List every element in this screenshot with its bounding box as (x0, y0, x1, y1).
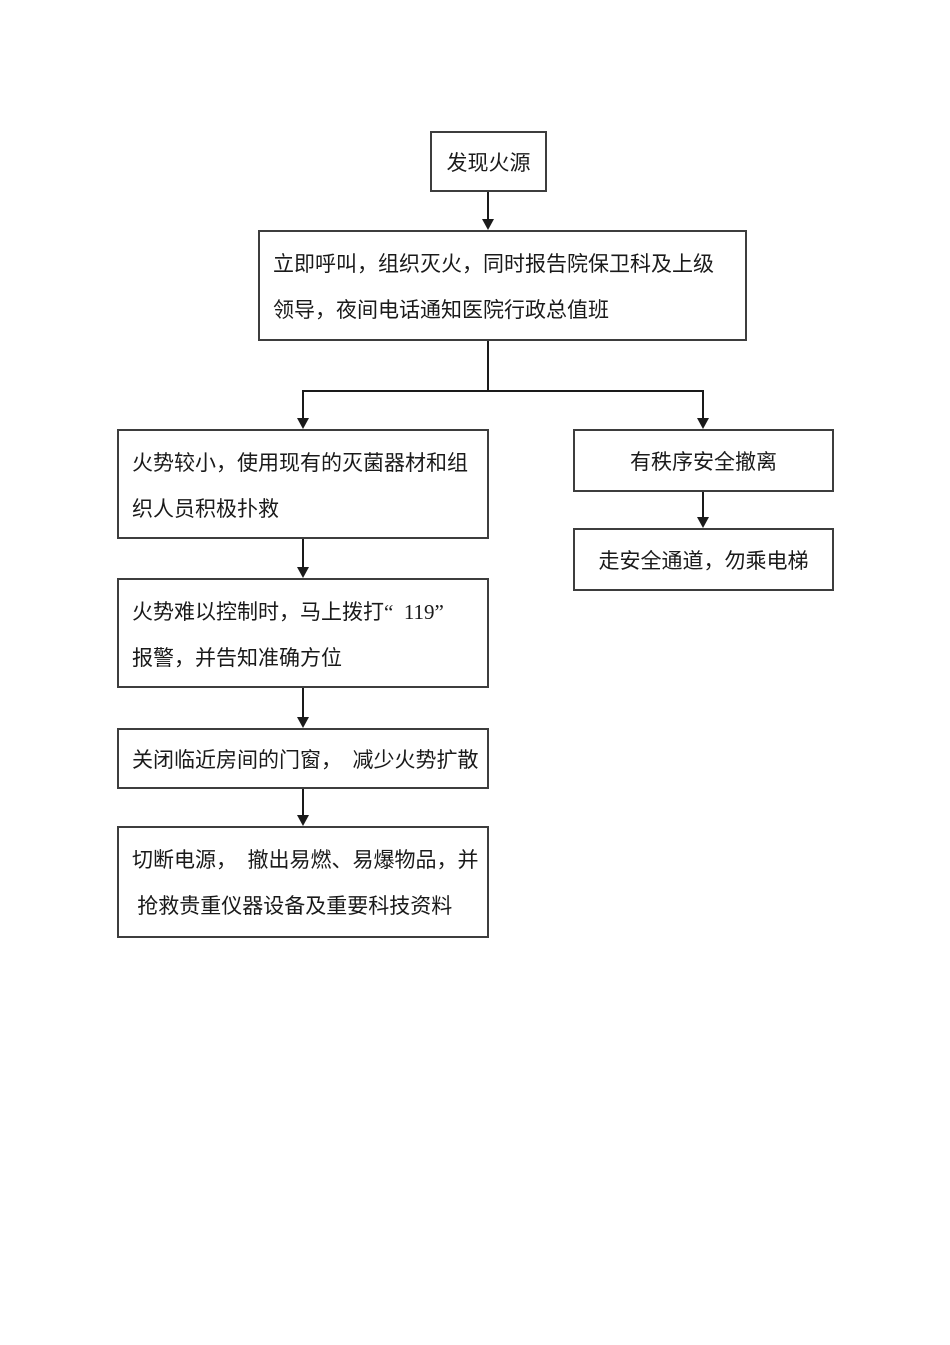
node-orderly-evacuation: 有秩序安全撤离 (573, 429, 834, 492)
node-call-organize-line2: 领导，夜间电话通知医院行政总值班 (273, 298, 609, 322)
node-dial-119: 火势难以控制时，马上拨打“ 119” 报警，并告知准确方位 (117, 578, 489, 688)
arrow-119-to-doors-line (302, 688, 304, 717)
node-discover-fire-text: 发现火源 (446, 150, 531, 175)
branch-right-drop-line (702, 390, 704, 418)
branch-left-drop-line (302, 390, 304, 418)
node-close-doors: 关闭临近房间的门窗， 减少火势扩散 (117, 728, 489, 789)
node-orderly-evacuation-text: 有秩序安全撤离 (630, 449, 777, 474)
arrow-branch-left-head (297, 418, 309, 429)
node-cut-power-rescue-line1: 切断电源， 撤出易燃、易爆物品，并 (132, 848, 479, 872)
branch-stem-line (487, 341, 489, 392)
arrow-evacuate-to-route-head (697, 517, 709, 528)
node-dial-119-line2: 报警，并告知准确方位 (132, 646, 342, 670)
node-call-organize-line1: 立即呼叫，组织灭火，同时报告院保卫科及上级 (273, 252, 714, 276)
arrow-discover-to-call-head (482, 219, 494, 230)
arrow-branch-right-head (697, 418, 709, 429)
arrow-doors-to-power-line (302, 789, 304, 815)
node-cut-power-rescue-line2: 抢救贵重仪器设备及重要科技资料 (132, 894, 453, 918)
node-safe-passage: 走安全通道，勿乘电梯 (573, 528, 834, 591)
arrow-smallfire-to-119-head (297, 567, 309, 578)
node-safe-passage-text: 走安全通道，勿乘电梯 (598, 548, 809, 573)
arrow-119-to-doors-head (297, 717, 309, 728)
node-close-doors-text: 关闭临近房间的门窗， 减少火势扩散 (132, 747, 479, 772)
node-small-fire-fight: 火势较小，使用现有的灭菌器材和组 织人员积极扑救 (117, 429, 489, 539)
node-call-organize: 立即呼叫，组织灭火，同时报告院保卫科及上级 领导，夜间电话通知医院行政总值班 (258, 230, 747, 341)
arrow-evacuate-to-route-line (702, 492, 704, 518)
arrow-smallfire-to-119-line (302, 539, 304, 568)
node-cut-power-rescue: 切断电源， 撤出易燃、易爆物品，并 抢救贵重仪器设备及重要科技资料 (117, 826, 489, 938)
node-small-fire-fight-line1: 火势较小，使用现有的灭菌器材和组 (132, 451, 468, 475)
arrow-discover-to-call-line (487, 192, 489, 220)
node-discover-fire: 发现火源 (430, 131, 547, 192)
arrow-doors-to-power-head (297, 815, 309, 826)
node-dial-119-line1: 火势难以控制时，马上拨打“ 119” (132, 600, 444, 624)
branch-horizontal-line (302, 390, 704, 392)
node-small-fire-fight-line2: 织人员积极扑救 (132, 497, 279, 521)
